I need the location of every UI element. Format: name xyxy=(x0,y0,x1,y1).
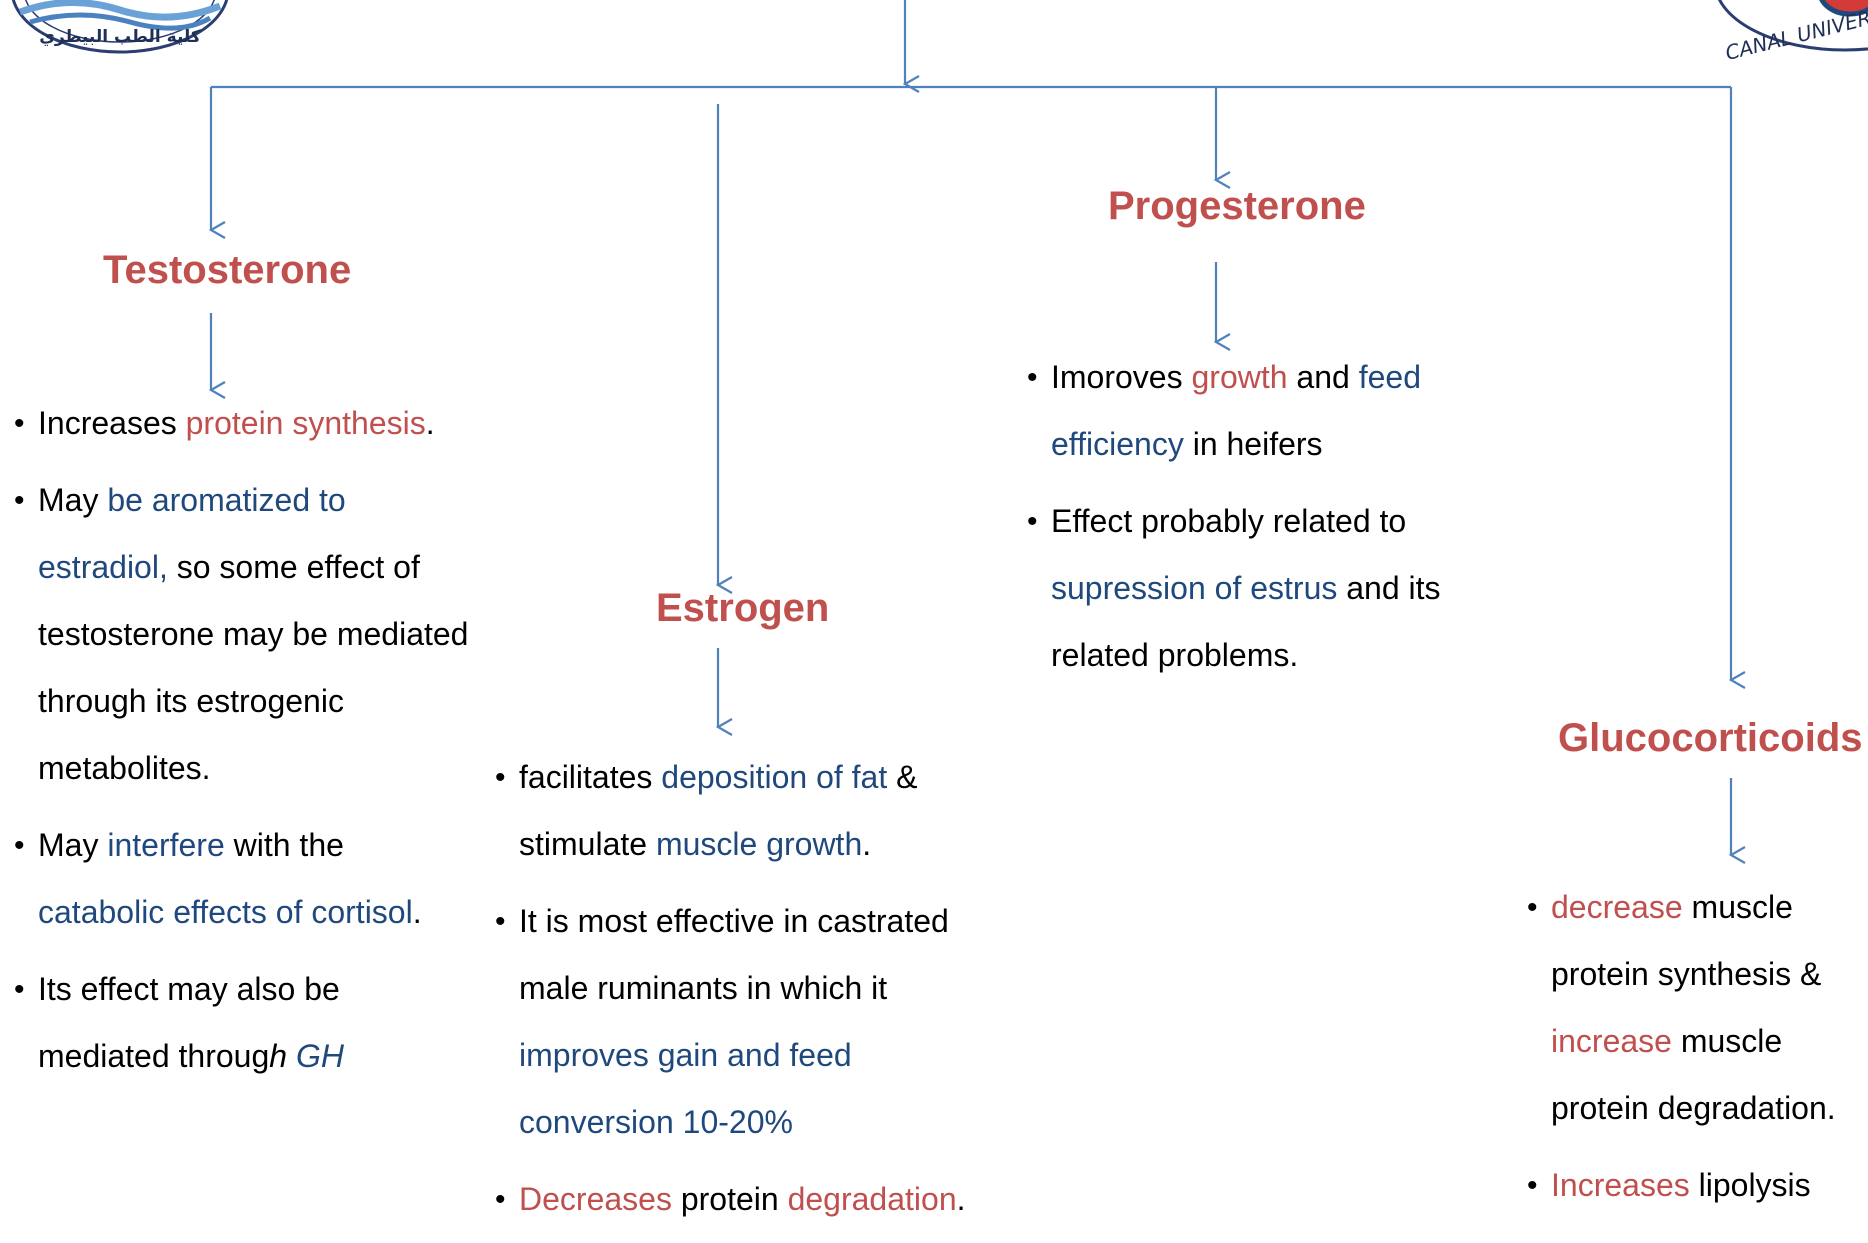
progesterone-title: Progesterone xyxy=(1108,184,1366,228)
glucocorticoids-effect-1: decrease muscle protein synthesis & incr… xyxy=(1527,874,1862,1142)
estrogen-effect-3: Decreases protein degradation. xyxy=(495,1166,1015,1233)
highlight-growth: growth xyxy=(1191,359,1288,395)
highlight-aromatized: be aromatized to estradiol, xyxy=(38,482,346,585)
testosterone-effect-1: Increases protein synthesis. xyxy=(14,390,474,457)
highlight-gh: GH xyxy=(295,1038,344,1074)
highlight-increase: increase xyxy=(1551,1023,1672,1059)
highlight-catabolic-effects: catabolic effects of cortisol xyxy=(38,894,413,930)
highlight-improves-gain: improves gain and feed conversion 10-20% xyxy=(519,1037,852,1140)
progesterone-effect-2: Effect probably related to supression of… xyxy=(1027,488,1547,689)
highlight-degradation: degradation xyxy=(787,1181,957,1217)
highlight-decrease: decrease xyxy=(1551,889,1683,925)
faculty-logo-left: كلية الطب البيطري xyxy=(11,0,229,54)
highlight-decreases: Decreases xyxy=(519,1181,672,1217)
testosterone-title: Testosterone xyxy=(103,248,352,292)
testosterone-effects-list: Increases protein synthesis. May be arom… xyxy=(14,390,474,1100)
glucocorticoids-effects-list: decrease muscle protein synthesis & incr… xyxy=(1527,874,1862,1229)
progesterone-effect-1: Imoroves growth and feed efficiency in h… xyxy=(1027,344,1547,478)
estrogen-effect-2: It is most effective in castrated male r… xyxy=(495,888,1015,1156)
testosterone-effect-3: May interfere with the catabolic effects… xyxy=(14,812,474,946)
university-logo-right: CANAL UNIVER xyxy=(1717,0,1868,60)
testosterone-effect-4: Its effect may also be mediated through … xyxy=(14,956,474,1090)
highlight-supression-of-estrus: supression of estrus xyxy=(1051,570,1338,606)
highlight-protein-synthesis: protein synthesis xyxy=(185,405,426,441)
highlight-feed-efficiency: feed efficiency xyxy=(1051,359,1421,462)
highlight-increases: Increases xyxy=(1551,1167,1690,1203)
faculty-logo-left-text: كلية الطب البيطري xyxy=(39,27,201,47)
highlight-interfere: interfere xyxy=(107,827,225,863)
estrogen-effect-1: facilitates deposition of fat & stimulat… xyxy=(495,744,1015,878)
highlight-muscle-growth: muscle growth xyxy=(655,826,863,862)
glucocorticoids-effect-2: Increases lipolysis xyxy=(1527,1152,1862,1219)
glucocorticoids-title: Glucocorticoids xyxy=(1558,716,1863,760)
connector-lines xyxy=(208,0,1746,864)
highlight-deposition-of-fat: deposition of fat xyxy=(661,759,888,795)
testosterone-effect-2: May be aromatized to estradiol, so some … xyxy=(14,467,474,802)
progesterone-effects-list: Imoroves growth and feed efficiency in h… xyxy=(1027,344,1547,699)
estrogen-title: Estrogen xyxy=(656,586,830,630)
estrogen-effects-list: facilitates deposition of fat & stimulat… xyxy=(495,744,1015,1243)
